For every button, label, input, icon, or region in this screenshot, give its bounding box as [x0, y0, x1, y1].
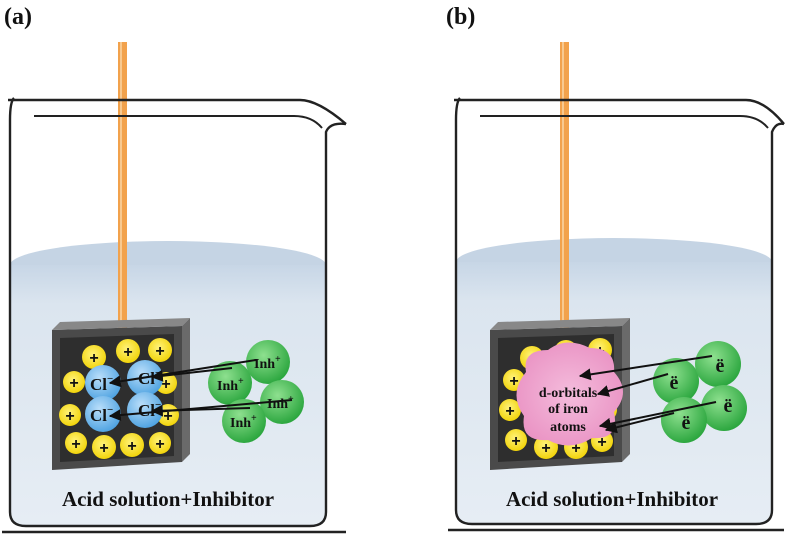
beaker-a: [8, 97, 347, 528]
charge-plus: +: [65, 408, 74, 425]
charge-plus: +: [597, 434, 606, 451]
solution-label-a: Acid solution+Inhibitor: [62, 487, 274, 511]
charge-plus: +: [155, 436, 164, 453]
inhibitor-label: Inh+: [230, 413, 257, 431]
charge-plus: +: [155, 343, 164, 360]
inhibitor-molecules-a: Inh+ Inh+ Inh+ Inh+: [208, 340, 304, 443]
charge-plus: +: [505, 403, 514, 420]
orbital-label-line: d-orbitals: [539, 386, 598, 401]
panel-b: (b): [446, 4, 785, 532]
donation-arrows-b: [578, 355, 717, 434]
solution-label-b: Acid solution+Inhibitor: [506, 487, 718, 511]
charge-plus: +: [509, 373, 518, 390]
positive-charges-a: + + + + + + + + + + +: [59, 338, 179, 459]
orbital-label-line: of iron: [548, 402, 588, 417]
charge-plus: +: [71, 436, 80, 453]
beaker-b: [454, 97, 785, 526]
inhibitor-label: Inh+: [217, 376, 244, 394]
electron-label: ë: [716, 355, 725, 377]
panel-label-a: (a): [4, 4, 32, 30]
adsorption-arrows-a: [108, 359, 293, 422]
inhibitor-label: Inh+: [254, 354, 281, 372]
electron-label: ë: [724, 395, 733, 417]
panel-label-b: (b): [446, 4, 475, 30]
charge-plus: +: [123, 344, 132, 361]
charge-plus: +: [163, 408, 172, 425]
electrode-rod-a: [118, 42, 127, 340]
d-orbital-blob: d-orbitals of iron atoms: [516, 342, 623, 446]
panel-a: (a): [2, 4, 347, 534]
orbital-label-line: atoms: [550, 420, 586, 435]
electron-label: ë: [682, 412, 691, 434]
charge-plus: +: [161, 376, 170, 393]
charge-plus: +: [511, 433, 520, 450]
charge-plus: +: [69, 375, 78, 392]
charge-plus: +: [127, 438, 136, 455]
charge-plus: +: [541, 440, 550, 457]
electron-donors-b: ë ë ë ë: [653, 341, 747, 443]
electrode-rod-b: [560, 42, 569, 340]
charge-plus: +: [571, 440, 580, 457]
charge-plus: +: [89, 350, 98, 367]
charge-plus: +: [99, 440, 108, 457]
electron-label: ë: [670, 372, 679, 394]
